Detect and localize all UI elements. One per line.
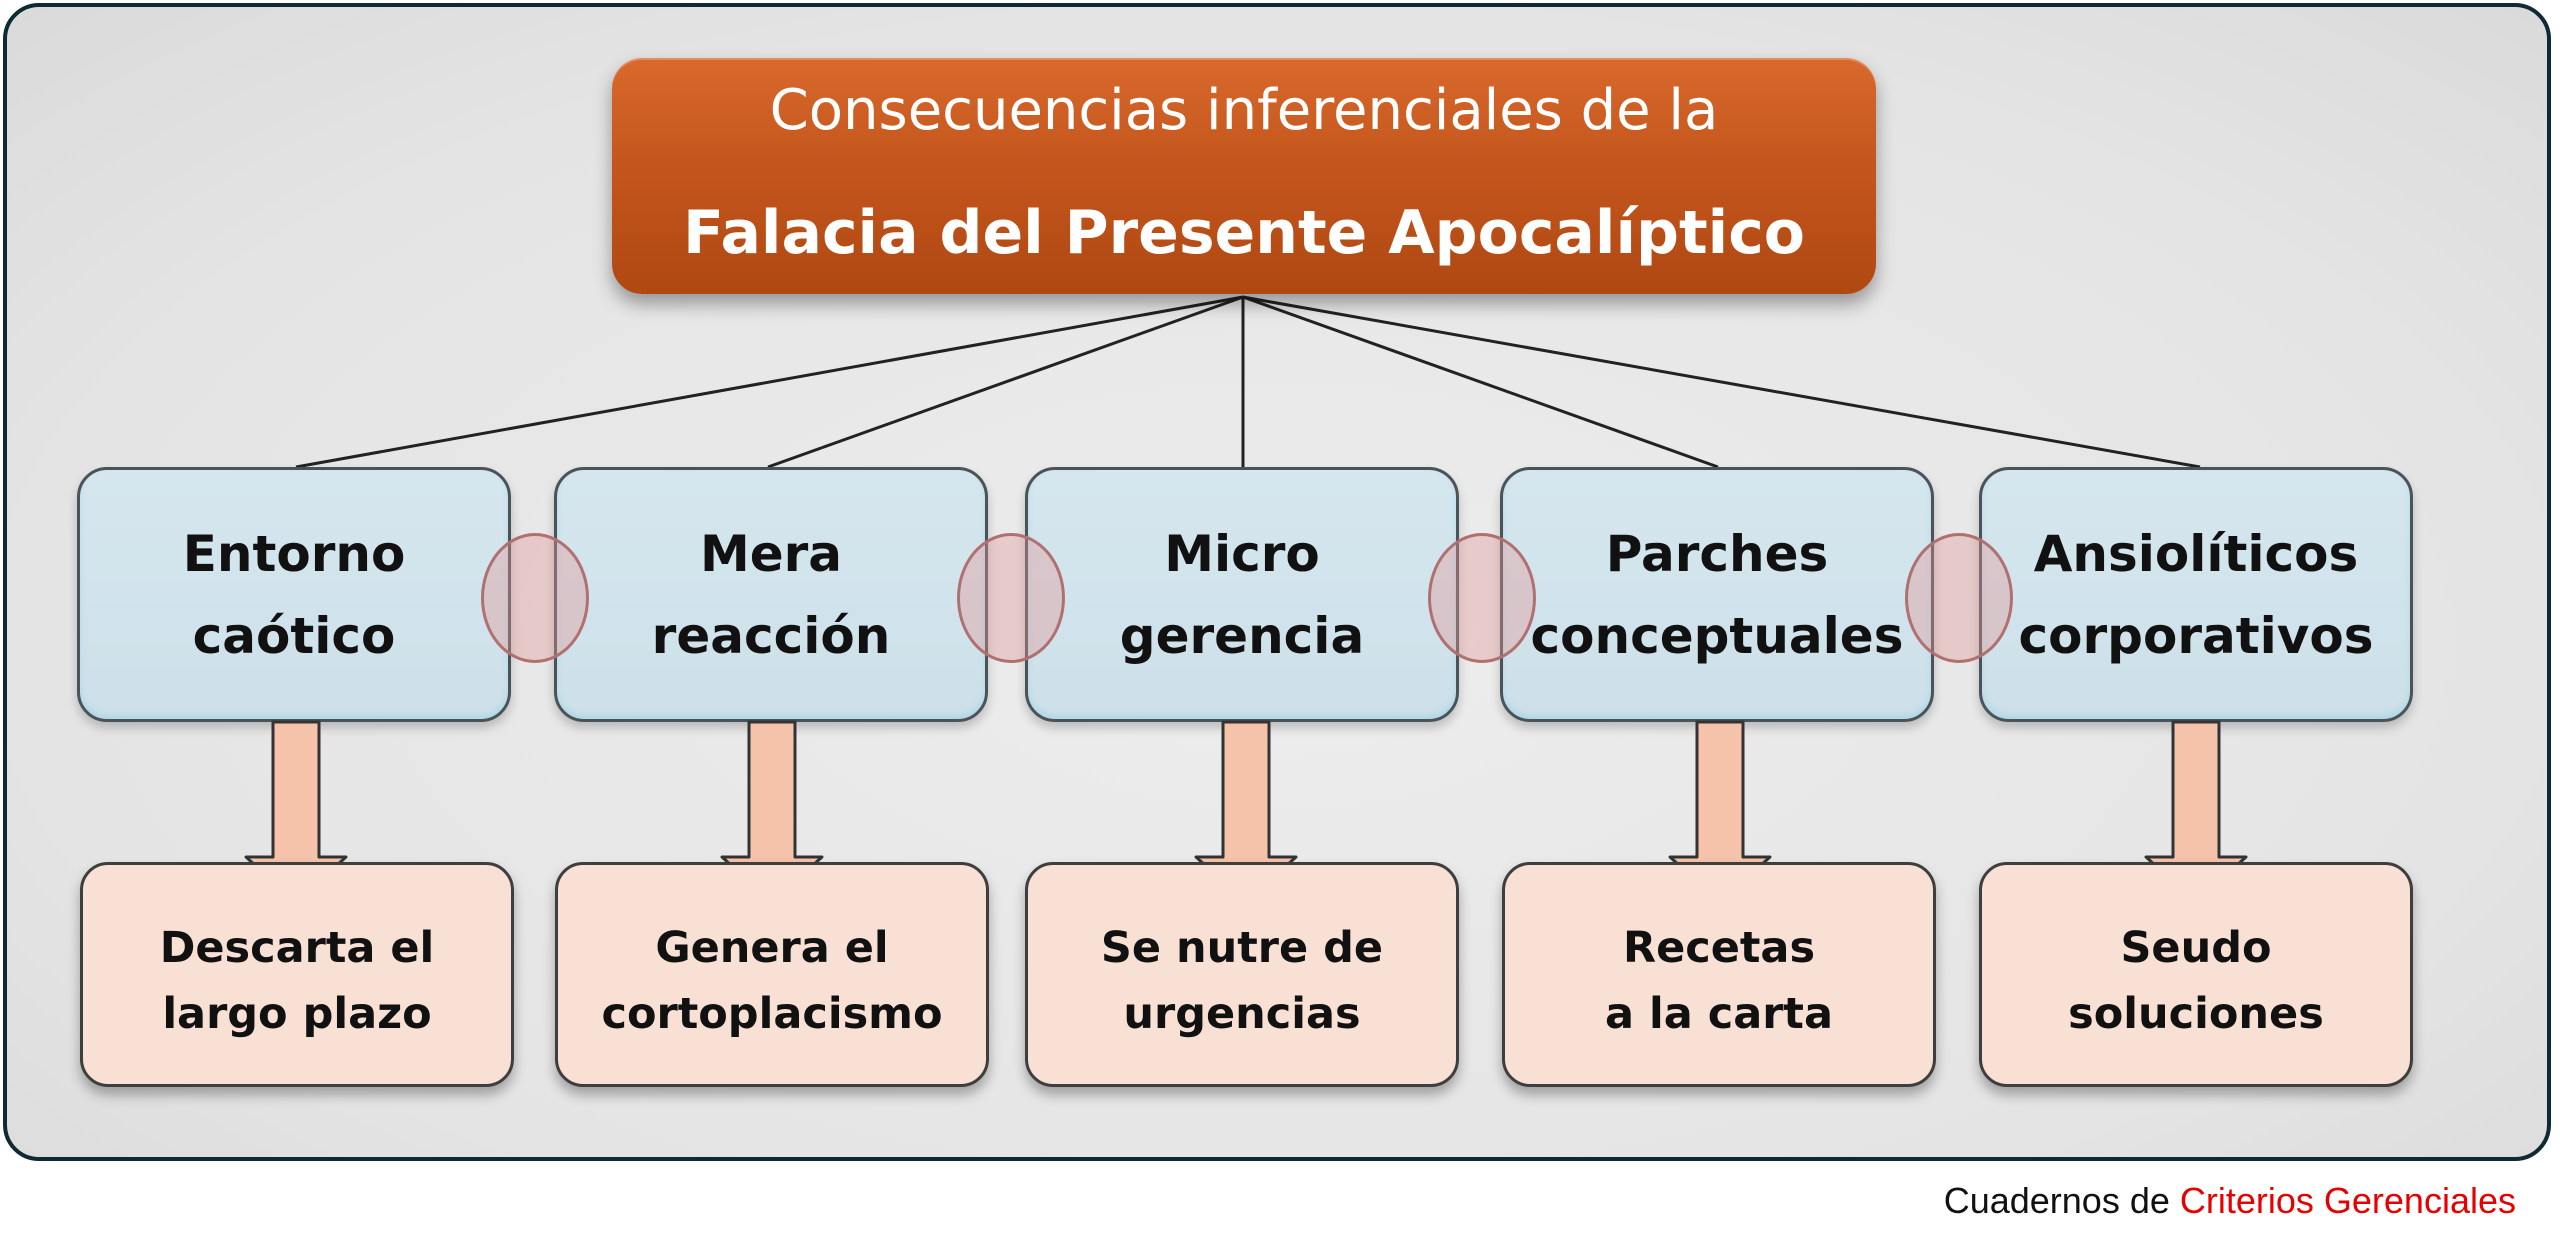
concept-box-mera: Mera reacción — [554, 467, 988, 722]
link-ring-3 — [1428, 533, 1536, 663]
result-box-5: Seudo soluciones — [1979, 862, 2413, 1087]
credit-accent: Criterios Gerenciales — [2179, 1180, 2516, 1221]
credit-line: Cuadernos de Criterios Gerenciales — [1944, 1180, 2516, 1222]
concept-box-entorno: Entorno caótico — [77, 467, 511, 722]
link-ring-1 — [481, 533, 589, 663]
link-ring-4 — [1905, 533, 2013, 663]
concept-box-micro: Micro gerencia — [1025, 467, 1459, 722]
result-box-4: Recetas a la carta — [1502, 862, 1936, 1087]
link-ring-2 — [957, 533, 1065, 663]
title-line-2: Falacia del Presente Apocalíptico — [682, 198, 1806, 268]
title-box: Consecuencias inferenciales de la Falaci… — [612, 58, 1876, 294]
result-box-3: Se nutre de urgencias — [1025, 862, 1459, 1087]
concept-box-parches: Parches conceptuales — [1500, 467, 1934, 722]
title-line-1: Consecuencias inferenciales de la — [769, 78, 1719, 143]
credit-prefix: Cuadernos de — [1943, 1180, 2180, 1221]
concept-box-ansioliticos: Ansiolíticos corporativos — [1979, 467, 2413, 722]
result-box-2: Genera el cortoplacismo — [555, 862, 989, 1087]
result-box-1: Descarta el largo plazo — [80, 862, 514, 1087]
